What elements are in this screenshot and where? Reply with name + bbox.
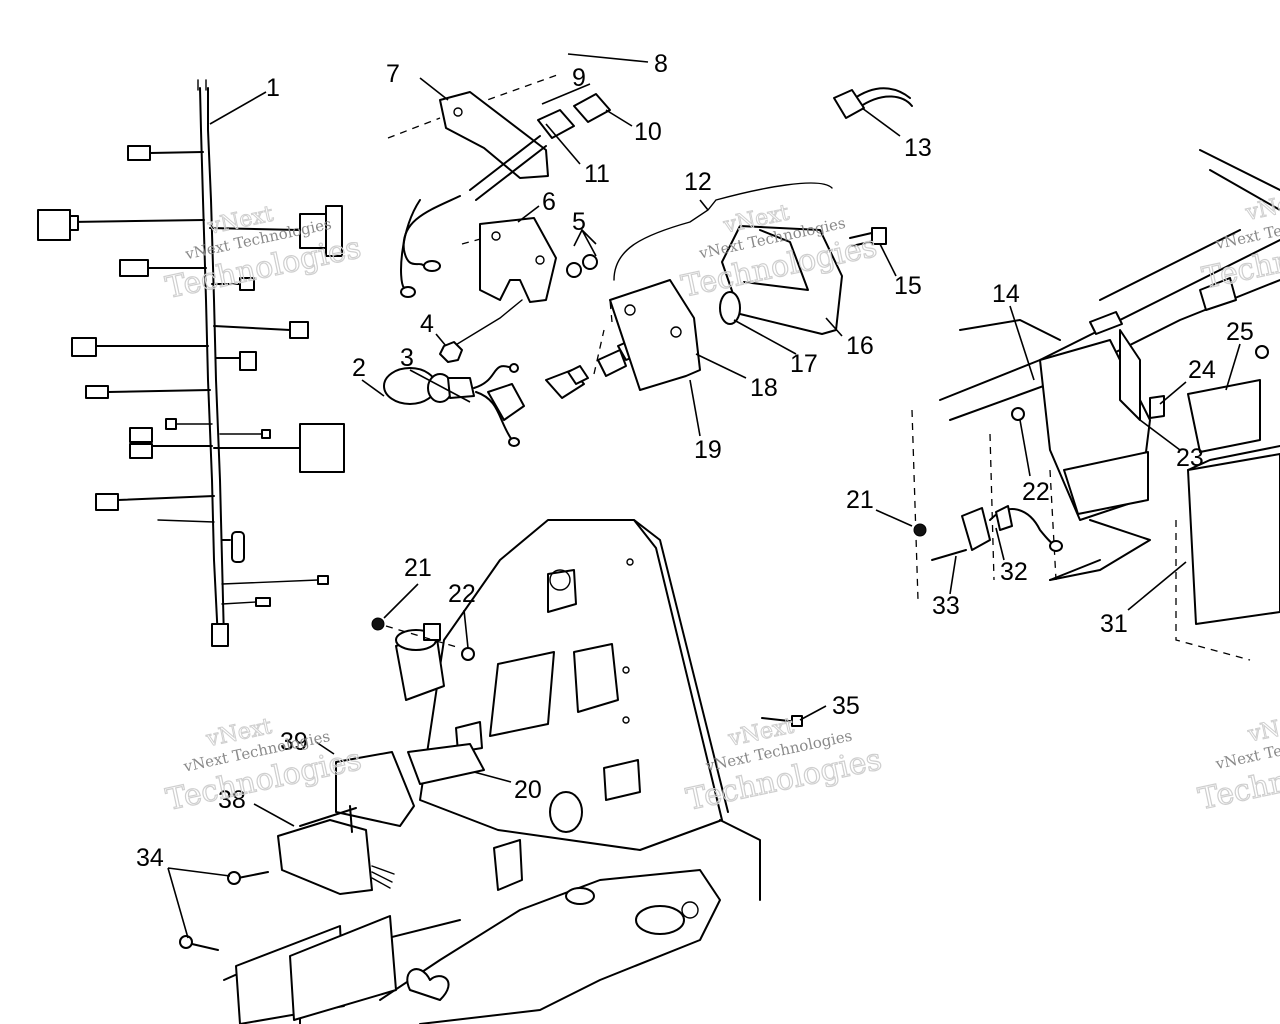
- callout-16: 16: [846, 332, 874, 360]
- callout-labels: 1 2 3 4 5 6 7 8 9 10 11 12 13 14 15 16 1…: [136, 50, 1254, 872]
- watermark-bottom-right: vNext vNext Technologies Technologies: [1195, 709, 1280, 818]
- callout-21-left: 21: [404, 554, 432, 582]
- switch-and-bracket: [383, 73, 647, 447]
- callout-8: 8: [654, 50, 668, 78]
- callout-18: 18: [750, 374, 778, 402]
- callout-3: 3: [400, 344, 414, 372]
- frame-crossmember: [223, 819, 761, 1024]
- callout-6: 6: [542, 188, 556, 216]
- callout-13: 13: [904, 134, 932, 162]
- callout-9: 9: [572, 64, 586, 92]
- callout-38: 38: [218, 786, 246, 814]
- callout-14: 14: [992, 280, 1020, 308]
- callout-12: 12: [684, 168, 712, 196]
- watermark-top-right: vNext vNext Technologies Technologies: [1199, 187, 1280, 297]
- callout-23: 23: [1176, 444, 1204, 472]
- callout-17: 17: [790, 350, 818, 378]
- callout-24: 24: [1188, 356, 1216, 384]
- tail-light-assembly: [609, 182, 887, 391]
- regulator-modules: [179, 715, 803, 951]
- callout-4: 4: [420, 310, 434, 338]
- watermark-top-left: vNext vNext Technologies Technologies: [162, 201, 365, 306]
- callout-20: 20: [514, 776, 542, 804]
- callout-34: 34: [136, 844, 164, 872]
- callout-1: 1: [266, 74, 280, 102]
- leader-lines: [167, 53, 1241, 939]
- watermark-bottom-left: vNext vNext Technologies Technologies: [162, 714, 365, 819]
- callout-21-right: 21: [846, 486, 874, 514]
- battery-box-frame: [911, 149, 1280, 661]
- wiring-harness: [37, 79, 345, 647]
- callout-31: 31: [1100, 610, 1128, 638]
- callout-22-right: 22: [1022, 478, 1050, 506]
- callout-25: 25: [1226, 318, 1254, 346]
- callout-32: 32: [1000, 558, 1028, 586]
- mounting-plate: [419, 519, 729, 851]
- connector-plug: [833, 87, 913, 119]
- callout-10: 10: [634, 118, 662, 146]
- callout-11: 11: [584, 160, 610, 188]
- callout-39: 39: [280, 728, 308, 756]
- watermark-text: vNext: [1243, 188, 1280, 226]
- callout-22-left: 22: [448, 580, 476, 608]
- callout-33: 33: [932, 592, 960, 620]
- callout-5: 5: [572, 208, 586, 236]
- callout-15: 15: [894, 272, 922, 300]
- callout-2: 2: [352, 354, 366, 382]
- coil-module: [371, 617, 475, 701]
- callout-7: 7: [386, 60, 400, 88]
- callout-35: 35: [832, 692, 860, 720]
- callout-19: 19: [694, 436, 722, 464]
